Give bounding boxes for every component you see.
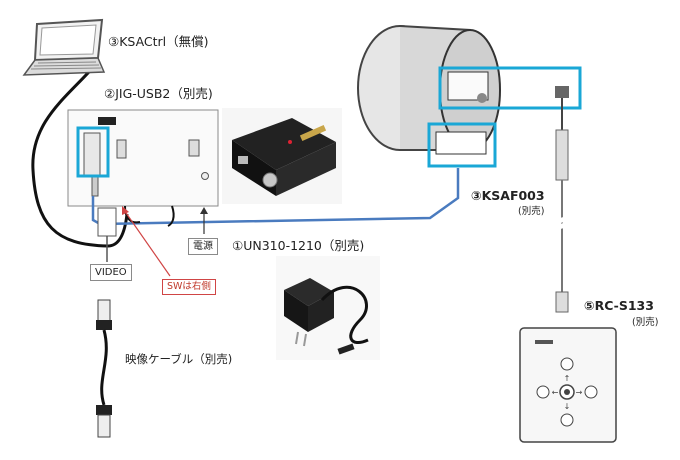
sw-arrow-icon (122, 206, 171, 277)
ksaf003-highlight-top (438, 66, 582, 110)
ksactrl-label: ③KSACtrl（無償) (108, 34, 209, 49)
module-box-image (222, 108, 342, 204)
power-label: 電源 (188, 238, 218, 255)
video-plug-icon (97, 207, 117, 262)
ksaf003-highlight-bottom (427, 122, 497, 168)
rc-s133-label: ⑤RC-S133 (584, 298, 654, 313)
camera-body-image (357, 25, 501, 155)
ac-adapter-image (276, 256, 380, 360)
remote-rc-s133-image: ↑ ↓ ← → (519, 327, 617, 443)
svg-text:←: ← (552, 388, 559, 397)
video-cable-label: 映像ケーブル（別売) (125, 352, 233, 366)
jig-usb2-label: ②JIG-USB2（別売) (104, 86, 213, 101)
remote-cable-icon (547, 86, 577, 313)
laptop-icon (22, 18, 106, 76)
panel-cable-right (167, 205, 175, 227)
power-arrow-icon (200, 207, 208, 234)
video-cable-icon (96, 299, 112, 438)
jig-usb2-board (67, 109, 219, 207)
un310-label: ①UN310-1210（別売) (232, 238, 365, 253)
sw-note-label: SWは右側 (162, 279, 216, 296)
video-label: VIDEO (90, 264, 132, 281)
ksaf003-label: ③KSAF003 (471, 188, 545, 203)
blue-cable (91, 168, 460, 226)
svg-text:↓: ↓ (564, 402, 571, 411)
ksaf003-sub-label: (別売) (518, 206, 545, 217)
svg-text:→: → (576, 388, 583, 397)
rc-s133-sub-label: (別売) (632, 317, 659, 328)
usb-cable (31, 63, 129, 248)
svg-text:↑: ↑ (564, 374, 571, 383)
